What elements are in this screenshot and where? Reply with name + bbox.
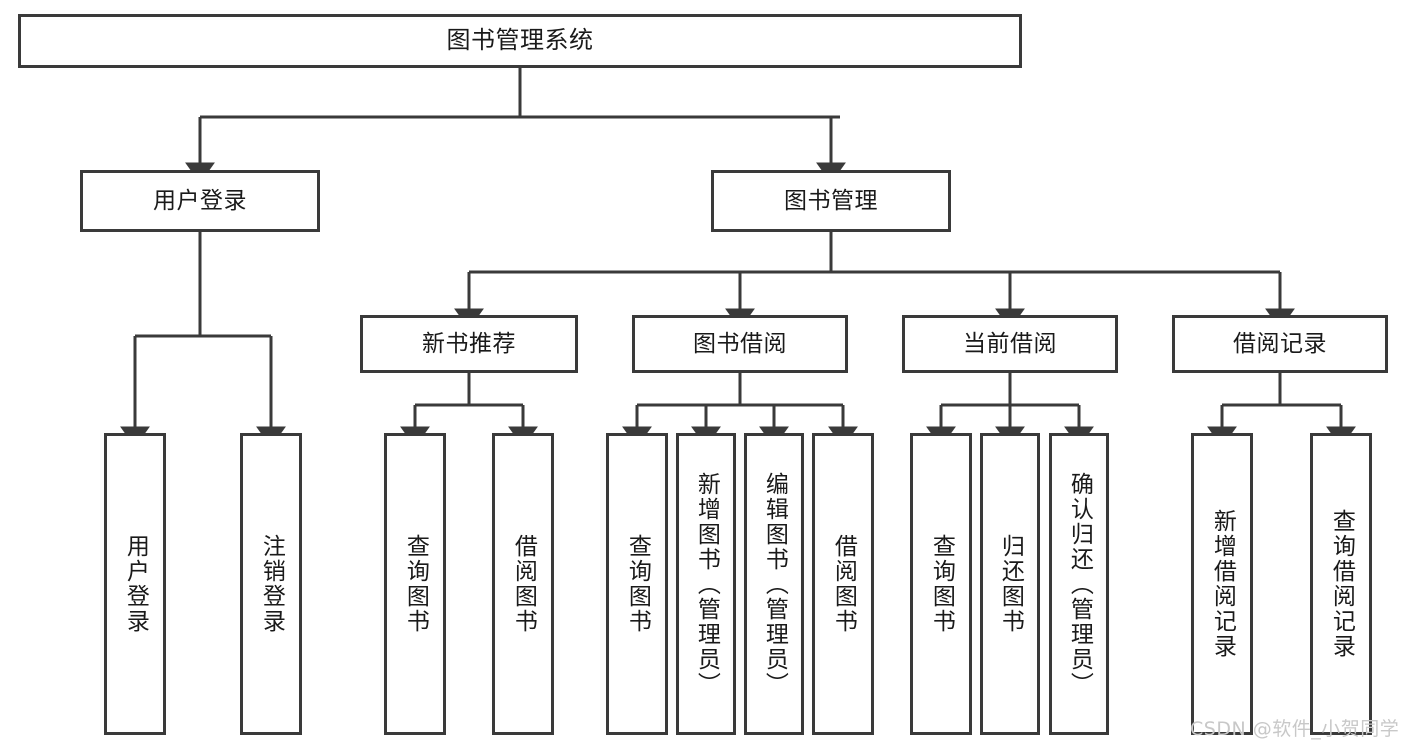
leaf-label: 注销登录 (258, 534, 285, 634)
node-leaf-edit-book[interactable]: 编辑图书（管理员） (744, 433, 804, 735)
node-root-label: 图书管理系统 (446, 26, 594, 55)
node-leaf-query-book-3[interactable]: 查询图书 (910, 433, 972, 735)
leaf-label: 查询借阅记录 (1328, 509, 1355, 659)
leaf-label: 编辑图书（管理员） (761, 471, 788, 697)
leaf-label: 确认归还（管理员） (1066, 471, 1093, 697)
node-leaf-query-book-1[interactable]: 查询图书 (384, 433, 446, 735)
leaf-label: 新增图书（管理员） (693, 471, 720, 697)
node-leaf-add-book[interactable]: 新增图书（管理员） (676, 433, 736, 735)
node-book-borrow-label: 图书借阅 (693, 330, 787, 357)
node-book-manage[interactable]: 图书管理 (711, 170, 951, 232)
node-leaf-borrow-book-2[interactable]: 借阅图书 (812, 433, 874, 735)
node-book-borrow[interactable]: 图书借阅 (632, 315, 848, 373)
node-book-manage-label: 图书管理 (784, 187, 878, 214)
node-current-borrow-label: 当前借阅 (963, 330, 1057, 357)
node-root[interactable]: 图书管理系统 (18, 14, 1022, 68)
node-leaf-return-book[interactable]: 归还图书 (980, 433, 1040, 735)
node-leaf-logout-login[interactable]: 注销登录 (240, 433, 302, 735)
node-borrow-record-label: 借阅记录 (1233, 330, 1327, 357)
node-leaf-borrow-book-1[interactable]: 借阅图书 (492, 433, 554, 735)
leaf-label: 借阅图书 (830, 534, 857, 634)
leaf-label: 借阅图书 (510, 534, 537, 634)
node-new-book-recommend-label: 新书推荐 (422, 330, 516, 357)
node-leaf-query-record[interactable]: 查询借阅记录 (1310, 433, 1372, 735)
node-user-login[interactable]: 用户登录 (80, 170, 320, 232)
leaf-label: 归还图书 (997, 534, 1024, 634)
node-user-login-label: 用户登录 (153, 187, 247, 214)
leaf-label: 用户登录 (122, 534, 149, 634)
leaf-label: 查询图书 (624, 534, 651, 634)
node-leaf-confirm-return[interactable]: 确认归还（管理员） (1049, 433, 1109, 735)
node-leaf-user-login[interactable]: 用户登录 (104, 433, 166, 735)
node-new-book-recommend[interactable]: 新书推荐 (360, 315, 578, 373)
node-leaf-add-record[interactable]: 新增借阅记录 (1191, 433, 1253, 735)
node-borrow-record[interactable]: 借阅记录 (1172, 315, 1388, 373)
node-leaf-query-book-2[interactable]: 查询图书 (606, 433, 668, 735)
leaf-label: 查询图书 (402, 534, 429, 634)
node-current-borrow[interactable]: 当前借阅 (902, 315, 1118, 373)
leaf-label: 新增借阅记录 (1209, 509, 1236, 659)
leaf-label: 查询图书 (928, 534, 955, 634)
